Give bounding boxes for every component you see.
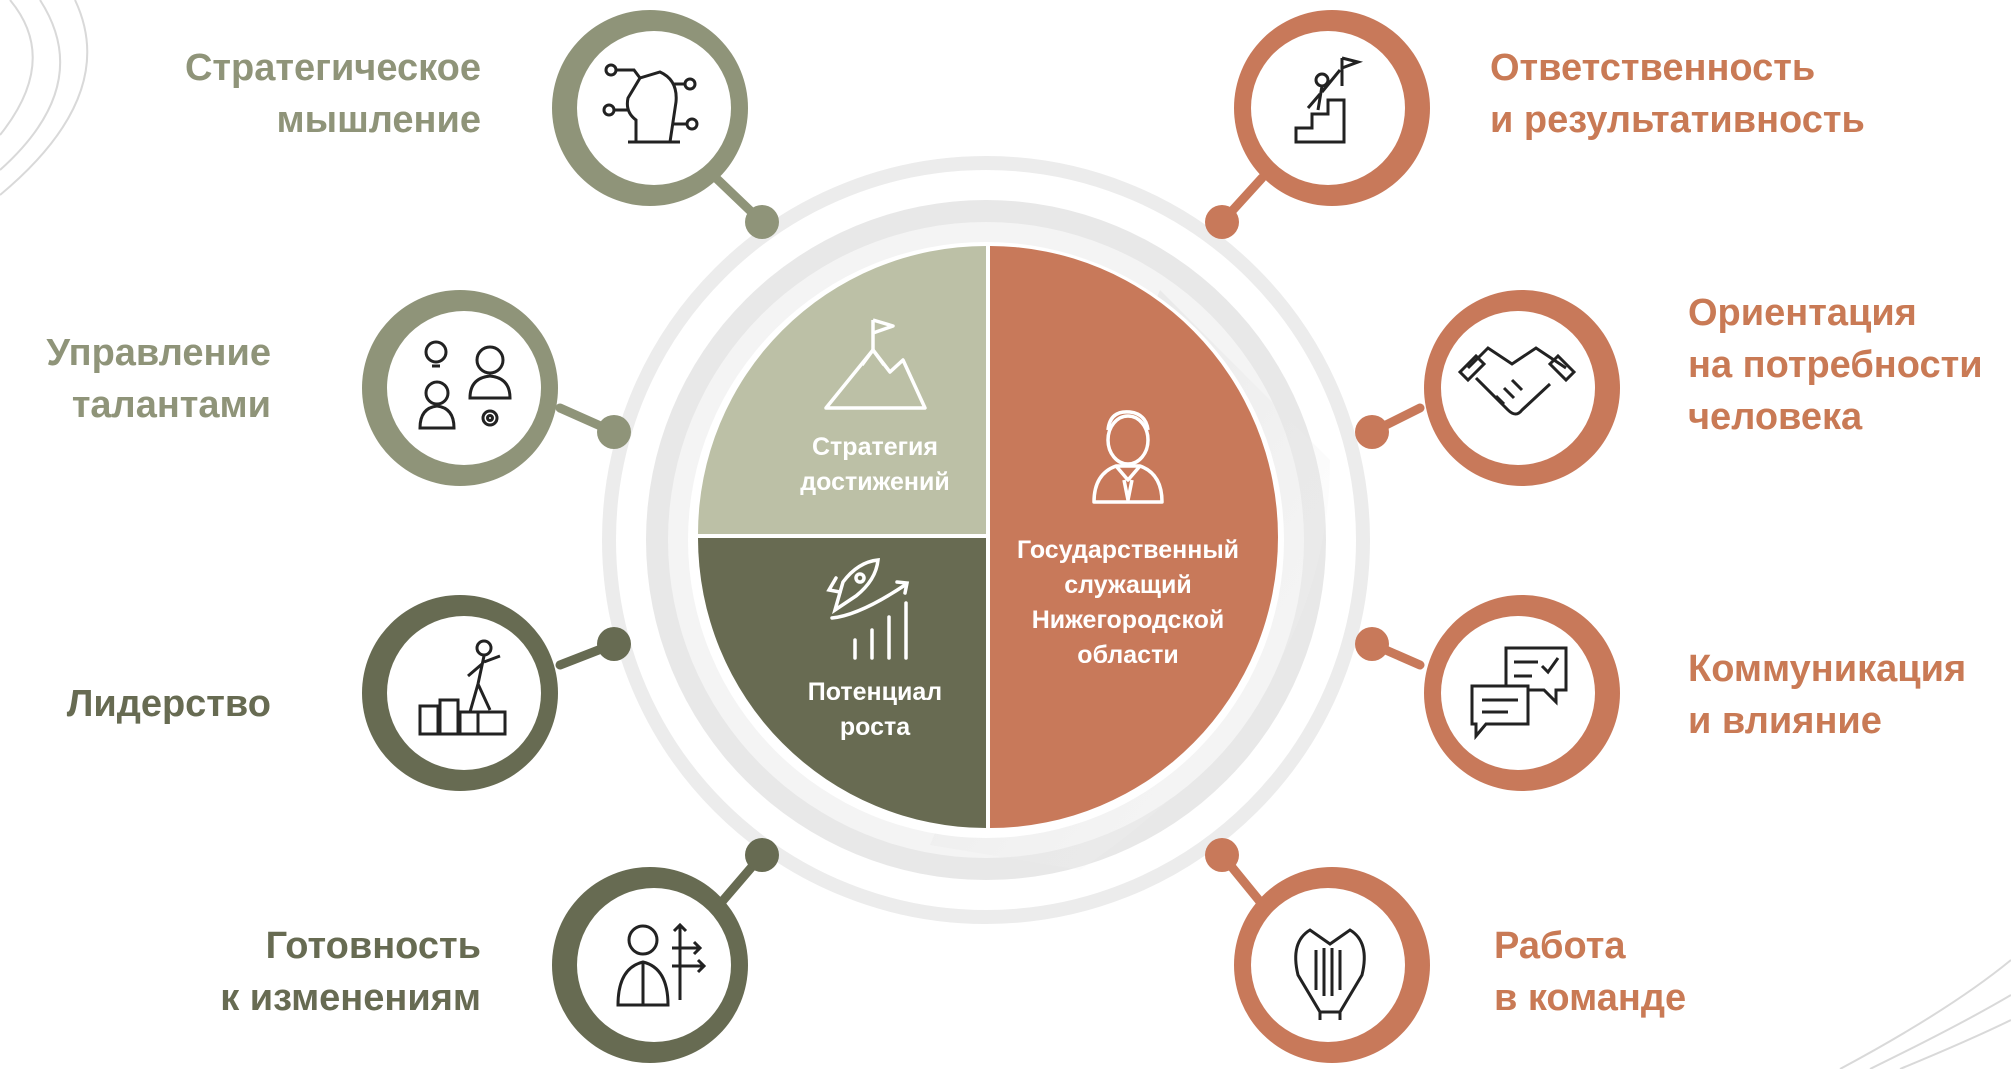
label-teamwork: Работа в команде — [1494, 925, 1687, 1019]
badge-talent-management — [362, 290, 558, 486]
people-idea-icon — [418, 340, 512, 430]
center-label-strategy: Стратегия достижений — [800, 433, 950, 496]
label-readiness-for-change: Готовность к изменениям — [220, 925, 481, 1019]
connector-dots — [597, 205, 1389, 872]
outer-ring — [602, 156, 1370, 924]
badge-readiness-for-change — [552, 867, 748, 1063]
badge-communication — [1424, 595, 1620, 791]
badge-strategic-thinking — [552, 10, 748, 206]
hands-together-icon — [1294, 928, 1366, 1020]
chat-bubbles-icon — [1470, 646, 1568, 741]
label-communication: Коммуникация и влияние — [1688, 648, 1967, 742]
badge-leadership — [362, 595, 558, 791]
center-label-official: Государственный служащий Нижегородской о… — [1016, 536, 1240, 669]
label-talent-management: Управление талантами — [46, 332, 271, 426]
rocket-growth-icon — [826, 558, 910, 660]
badge-responsibility — [1234, 10, 1430, 206]
chess-knight-circuit-icon — [602, 63, 699, 144]
badge-teamwork — [1234, 867, 1430, 1063]
center-label-potential: Потенциал роста — [807, 678, 943, 741]
center-pie — [688, 242, 1284, 838]
label-leadership: Лидерство — [66, 683, 271, 725]
handshake-icon — [1457, 346, 1577, 416]
leader-team-icon — [418, 639, 507, 736]
badge-human-needs — [1424, 290, 1620, 486]
segment-official — [990, 246, 1278, 828]
label-responsibility: Ответственность и результативность — [1490, 47, 1865, 141]
official-person-icon — [1092, 410, 1164, 504]
person-arrows-icon — [616, 922, 707, 1007]
label-human-needs: Ориентация на потребности человека — [1688, 292, 1983, 438]
mountain-flag-icon — [824, 318, 927, 410]
label-strategic-thinking: Стратегическое мышление — [184, 47, 481, 141]
segment-potential — [698, 538, 986, 828]
climb-flag-icon — [1294, 56, 1364, 144]
